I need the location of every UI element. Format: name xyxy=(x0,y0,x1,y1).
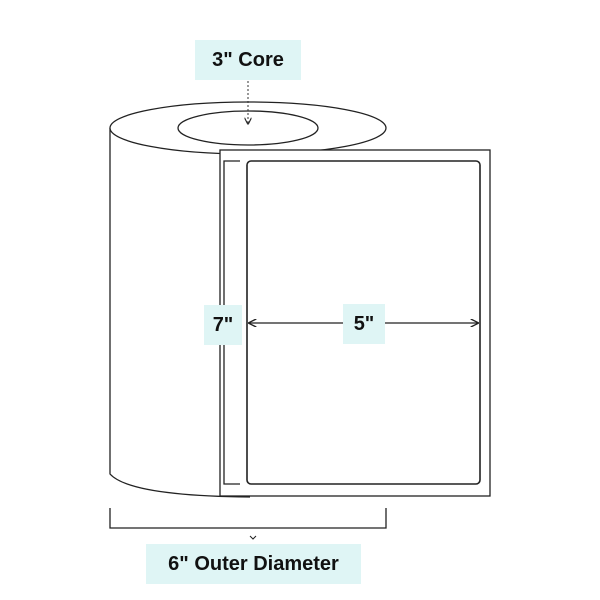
outer-diameter-bracket xyxy=(109,508,387,529)
height-label: 7" xyxy=(204,305,242,345)
outer-diameter-label: 6" Outer Diameter xyxy=(146,544,361,584)
width-label: 5" xyxy=(343,304,385,344)
chevron-down-icon xyxy=(249,535,257,540)
core-ellipse xyxy=(177,110,319,146)
core-label: 3" Core xyxy=(195,40,301,80)
